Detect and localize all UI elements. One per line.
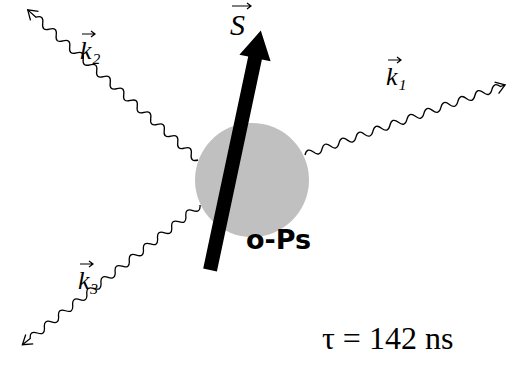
photon-label-wrap: k₂ (80, 36, 101, 66)
spin-label: S (230, 8, 245, 41)
photon-label-wrap: k₃ (78, 266, 99, 296)
photon-arrowhead (495, 79, 507, 93)
photon-wave (20, 202, 202, 347)
lifetime-label-wrap: τ = 142 ns (322, 320, 453, 357)
particle-label-wrap: o-Ps (246, 224, 311, 255)
photon-wave (25, 7, 200, 162)
lifetime-label: τ = 142 ns (322, 320, 453, 356)
photon-wave (304, 82, 506, 159)
photon-label: k₂ (80, 36, 101, 65)
vector-arrow (80, 30, 98, 38)
photon-arrowhead (19, 334, 33, 349)
photon-arrowhead (24, 5, 39, 20)
photon-label-wrap: k₁ (386, 62, 407, 92)
particle-label: o-Ps (246, 224, 311, 255)
spin-label-wrap: S (230, 8, 245, 42)
vector-arrow (78, 260, 96, 268)
photon-label: k₁ (386, 62, 407, 91)
positronium-circle (195, 123, 309, 237)
photon-label: k₃ (78, 266, 99, 295)
vector-arrow (386, 56, 404, 64)
photon-lines (19, 5, 507, 349)
vector-arrow (230, 2, 254, 10)
